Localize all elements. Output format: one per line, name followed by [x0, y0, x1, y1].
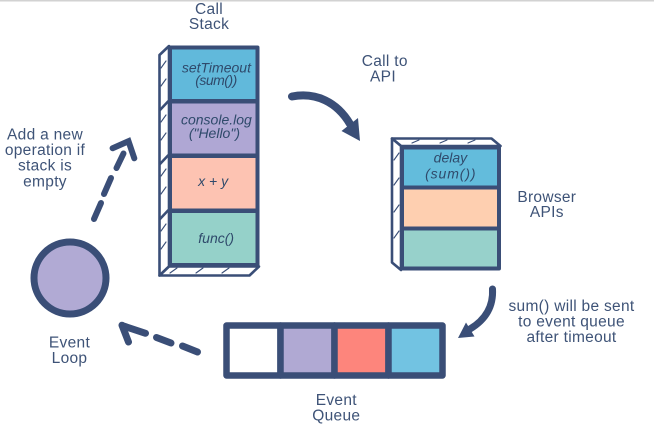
svg-text:after timeout: after timeout [526, 329, 616, 346]
svg-text:(sum()): (sum()) [425, 165, 476, 181]
svg-text:sum() will be sent: sum() will be sent [509, 298, 635, 315]
svg-text:Event: Event [316, 392, 358, 409]
svg-text:x + y: x + y [197, 173, 229, 189]
svg-text:delay: delay [434, 150, 468, 166]
svg-text:func(): func() [198, 230, 234, 246]
svg-text:Queue: Queue [312, 408, 360, 425]
svg-text:console.log: console.log [181, 111, 252, 127]
svg-text:setTimeout: setTimeout [182, 59, 252, 75]
svg-text:APIs: APIs [530, 204, 564, 221]
svg-text:stack is: stack is [18, 158, 72, 175]
svg-text:Call: Call [195, 1, 223, 18]
svg-text:Add a new: Add a new [7, 126, 83, 143]
svg-text:Loop: Loop [52, 350, 88, 367]
svg-text:to event queue: to event queue [518, 314, 625, 331]
svg-text:Event: Event [49, 335, 91, 352]
svg-text:API: API [370, 69, 396, 86]
svg-text:("Hello"): ("Hello") [189, 125, 240, 141]
svg-text:Stack: Stack [189, 16, 229, 33]
svg-text:(sum()): (sum()) [195, 72, 237, 88]
svg-text:operation if: operation if [5, 142, 86, 159]
svg-text:empty: empty [23, 174, 67, 191]
svg-text:Browser: Browser [517, 189, 576, 206]
svg-text:Call to: Call to [362, 53, 408, 70]
